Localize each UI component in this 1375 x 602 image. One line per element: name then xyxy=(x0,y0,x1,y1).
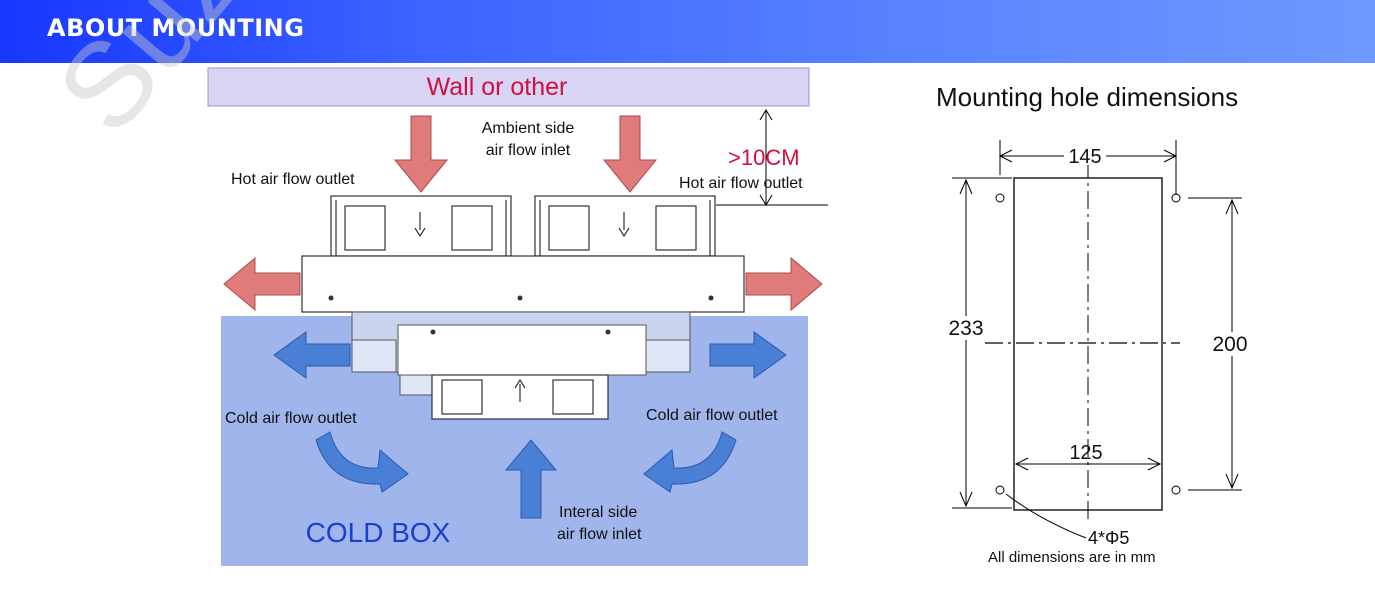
ambient-inlet-arrow-left xyxy=(393,115,449,193)
cold-outlet-arrow-right xyxy=(709,331,787,379)
header-banner: ABOUT MOUNTING xyxy=(0,0,1375,63)
hole-diagram: Mounting hole dimensions 145 233 xyxy=(936,82,1254,566)
hole-callout-leader xyxy=(1005,493,1087,539)
wall-bar xyxy=(207,67,810,107)
hot-side-fan-left xyxy=(330,195,512,257)
hole-spec: 4*Φ5 xyxy=(1088,528,1129,548)
page-title: ABOUT MOUNTING xyxy=(47,14,305,42)
internal-inlet-label-1: Interal side xyxy=(559,504,637,521)
internal-inlet-arrow xyxy=(504,439,558,519)
ambient-inlet-label-2: air flow inlet xyxy=(486,142,571,159)
cold-box-label: COLD BOX xyxy=(306,517,451,548)
ambient-inlet-arrow-right xyxy=(602,115,658,193)
cold-curve-arrow-right xyxy=(643,431,737,493)
hot-outlet-label-left: Hot air flow outlet xyxy=(231,171,355,188)
dim-top-width: 145 xyxy=(1068,146,1101,168)
ambient-inlet-label-1: Ambient side xyxy=(482,120,575,137)
airflow-diagram: Wall or other COLD BOX xyxy=(207,67,828,566)
internal-inlet-label-2: air flow inlet xyxy=(557,526,642,543)
wall-label: Wall or other xyxy=(427,73,568,101)
mounting-hole xyxy=(995,485,1005,495)
cold-outlet-label-right: Cold air flow outlet xyxy=(646,407,778,424)
mounting-hole xyxy=(995,193,1005,203)
mounting-hole xyxy=(1171,485,1181,495)
dim-hole-spacing-vertical: 200 xyxy=(1212,333,1247,356)
hot-side-fan-right xyxy=(534,195,716,257)
hot-outlet-arrow-right xyxy=(745,256,823,312)
hole-diagram-title: Mounting hole dimensions xyxy=(936,82,1238,112)
hot-outlet-label-right: Hot air flow outlet xyxy=(679,175,803,192)
clearance-label: >10CM xyxy=(728,145,800,170)
dim-height: 233 xyxy=(948,317,983,340)
unit-housing xyxy=(301,255,745,313)
cold-curve-arrow-left xyxy=(315,431,409,493)
mounting-hole xyxy=(1171,193,1181,203)
units-note: All dimensions are in mm xyxy=(988,549,1156,566)
cold-outlet-arrow-left xyxy=(273,331,351,379)
unit-cold-flange xyxy=(351,311,691,396)
dim-hole-spacing-horizontal: 125 xyxy=(1069,442,1102,464)
cold-side-fan xyxy=(431,374,609,420)
cold-outlet-label-left: Cold air flow outlet xyxy=(225,410,357,427)
hot-outlet-arrow-left xyxy=(223,256,301,312)
